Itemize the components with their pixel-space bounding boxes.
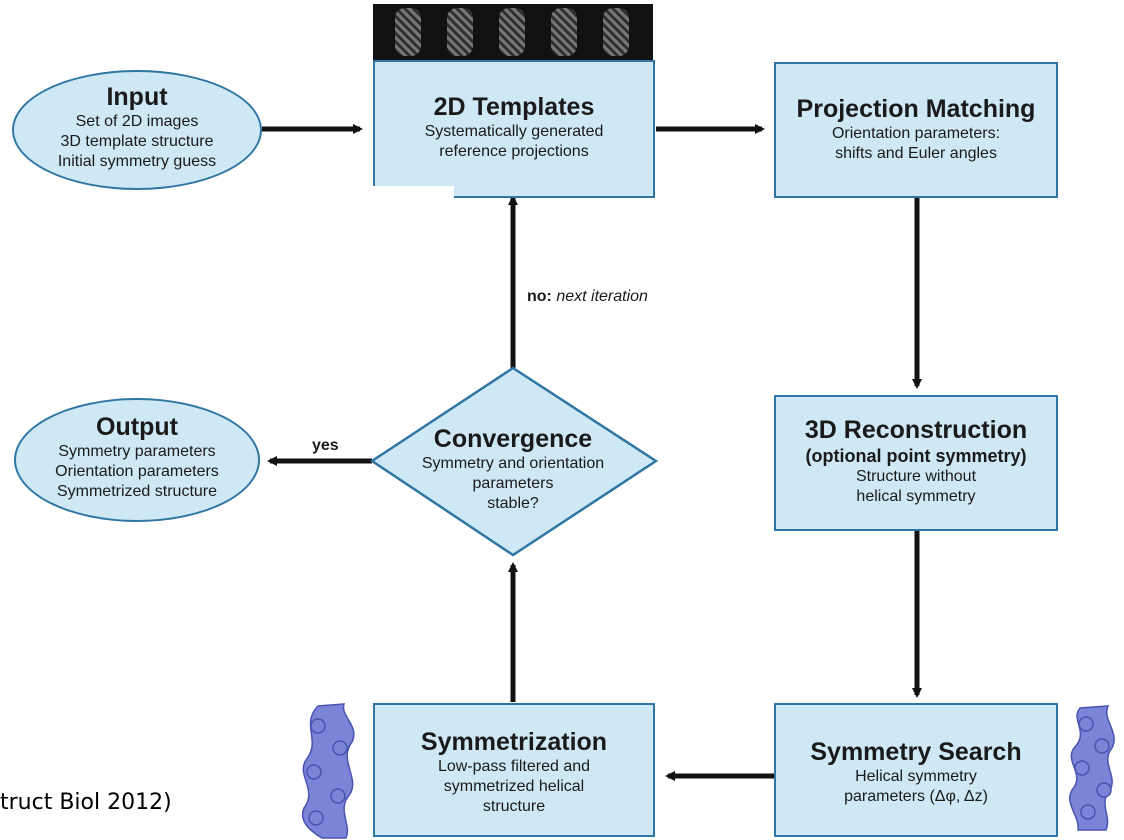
output-title: Output	[96, 413, 178, 441]
templates-line-1: Systematically generated	[424, 123, 604, 140]
yes-label: yes	[312, 437, 339, 454]
templates-line-2: reference projections	[439, 143, 589, 160]
citation-caption: truct Biol 2012)	[0, 790, 172, 815]
templates-node: 2D Templates Systematically generated re…	[373, 60, 655, 198]
input-line-1: Set of 2D images	[75, 113, 199, 130]
next-iteration-label: next iteration	[556, 288, 648, 305]
convergence-node: Convergence Symmetry and orientation par…	[392, 424, 634, 514]
symmetrization-line-2: symmetrized helical	[443, 778, 585, 795]
output-node: Output Symmetry parameters Orientation p…	[14, 398, 260, 522]
reconstruction-subtitle: (optional point symmetry)	[805, 446, 1027, 466]
input-node: Input Set of 2D images 3D template struc…	[12, 70, 262, 190]
convergence-line-1: Symmetry and orientation	[421, 455, 605, 472]
search-line-1: Helical symmetry	[855, 768, 977, 785]
reconstruction-node: 3D Reconstruction (optional point symmet…	[774, 395, 1058, 531]
reconstruction-line-1: Structure without	[855, 468, 977, 485]
projection-line-1: Orientation parameters:	[831, 125, 1001, 142]
symmetrization-line-1: Low-pass filtered and	[437, 758, 591, 775]
output-line-3: Symmetrized structure	[56, 483, 218, 500]
convergence-title: Convergence	[433, 425, 593, 453]
image-crop-patch	[372, 186, 454, 212]
search-line-2: parameters (Δφ, Δz)	[844, 788, 988, 805]
helical-model-left	[301, 703, 355, 839]
output-line-2: Orientation parameters	[55, 463, 219, 480]
projection-images-strip	[373, 4, 653, 60]
convergence-diamond	[369, 366, 659, 557]
no-iteration-label: no: next iteration	[527, 288, 648, 306]
no-label: no:	[527, 288, 552, 305]
projection-title: Projection Matching	[796, 95, 1036, 123]
templates-title: 2D Templates	[433, 93, 595, 121]
reconstruction-title: 3D Reconstruction	[804, 416, 1028, 444]
symmetrization-title: Symmetrization	[420, 728, 608, 756]
projection-node: Projection Matching Orientation paramete…	[774, 62, 1058, 198]
input-line-2: 3D template structure	[60, 133, 214, 150]
convergence-line-3: stable?	[487, 495, 539, 512]
symmetrization-node: Symmetrization Low-pass filtered and sym…	[373, 703, 655, 837]
symmetrization-line-3: structure	[482, 798, 546, 815]
input-title: Input	[106, 83, 168, 111]
helical-model-right	[1069, 705, 1115, 831]
output-line-1: Symmetry parameters	[58, 443, 216, 460]
input-line-3: Initial symmetry guess	[57, 153, 217, 170]
search-node: Symmetry Search Helical symmetry paramet…	[774, 703, 1058, 837]
search-title: Symmetry Search	[810, 738, 1022, 766]
convergence-line-2: parameters	[472, 475, 554, 492]
projection-line-2: shifts and Euler angles	[835, 145, 997, 162]
reconstruction-line-2: helical symmetry	[856, 488, 976, 505]
